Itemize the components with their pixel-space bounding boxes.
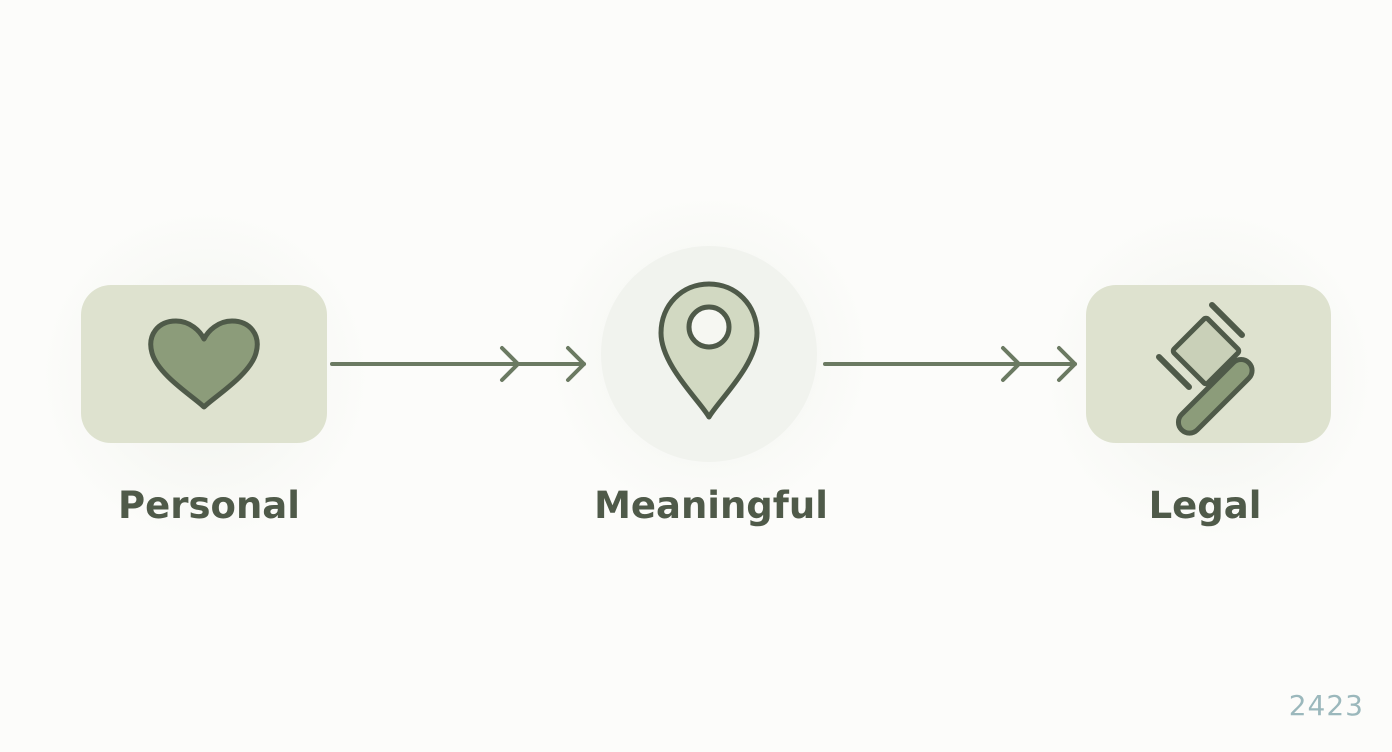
watermark-number: 2423 — [1288, 689, 1364, 722]
step-personal-label: Personal — [118, 484, 300, 527]
location-pin-icon — [658, 281, 760, 420]
step-legal-label: Legal — [1148, 484, 1262, 527]
step-personal-tile — [81, 285, 327, 443]
step-meaningful-label: Meaningful — [594, 484, 828, 527]
heart-icon — [148, 318, 260, 410]
step-legal-tile — [1086, 285, 1331, 443]
arrow-personal-to-meaningful — [330, 346, 586, 382]
arrow-meaningful-to-legal — [823, 346, 1077, 382]
gavel-icon — [1156, 302, 1255, 436]
step-meaningful-circle — [601, 246, 817, 462]
